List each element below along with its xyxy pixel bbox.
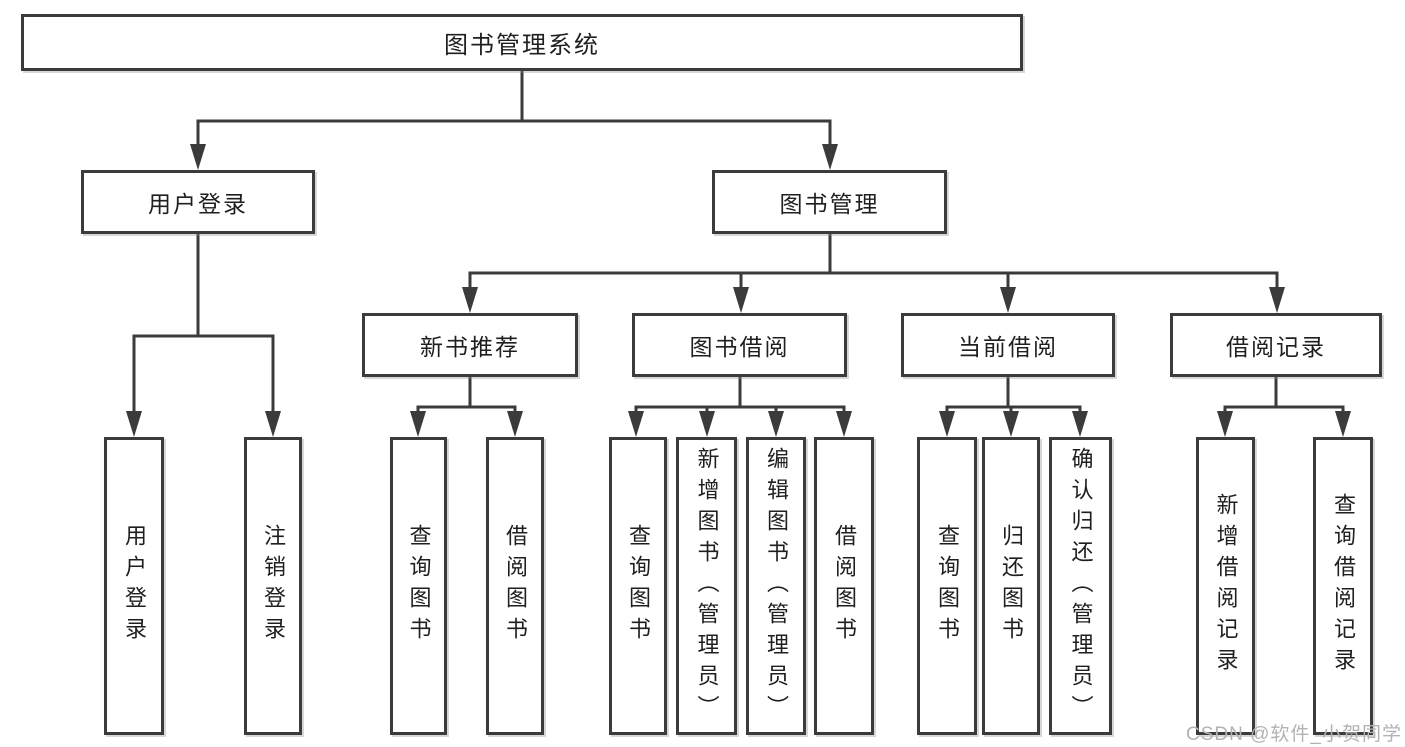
leaf-add-borrow-record-label: 新增借阅记录: [1213, 493, 1239, 679]
node-borrowing-records-label: 借阅记录: [1226, 334, 1326, 360]
leaf-return-books: 归还图书: [982, 437, 1040, 735]
node-borrowing-records: 借阅记录: [1170, 313, 1382, 377]
leaf-return-books-label: 归还图书: [999, 524, 1024, 648]
node-new-book-recommend-label: 新书推荐: [420, 334, 520, 360]
node-current-borrowing: 当前借阅: [901, 313, 1115, 377]
leaf-add-books-admin: 新增图书（管理员）: [676, 437, 737, 735]
leaf-edit-books-admin-label: 编辑图书（管理员）: [764, 446, 789, 726]
leaf-borrow-books-label: 借阅图书: [832, 524, 857, 648]
leaf-query-books-current-label: 查询图书: [935, 524, 960, 648]
leaf-confirm-return-admin: 确认归还（管理员）: [1049, 437, 1112, 735]
leaf-query-borrow-record-label: 查询借阅记录: [1331, 493, 1356, 679]
node-book-management-label: 图书管理: [779, 191, 880, 217]
node-book-borrowing-label: 图书借阅: [689, 334, 790, 360]
leaf-query-books-borrowing: 查询图书: [609, 437, 667, 735]
leaf-query-books-current: 查询图书: [917, 437, 977, 735]
leaf-query-books-borrowing-label: 查询图书: [626, 524, 651, 648]
leaf-query-books-recommend: 查询图书: [390, 437, 447, 735]
leaf-add-borrow-record: 新增借阅记录: [1196, 437, 1255, 735]
leaf-add-books-admin-label: 新增图书（管理员）: [694, 446, 720, 726]
leaf-confirm-return-admin-label: 确认归还（管理员）: [1068, 446, 1094, 726]
arrowheads: [126, 144, 1351, 437]
node-library-system-label: 图书管理系统: [444, 32, 600, 59]
node-current-borrowing-label: 当前借阅: [958, 334, 1058, 360]
leaf-borrow-books-recommend-label: 借阅图书: [503, 524, 528, 648]
leaf-logout-label: 注销登录: [261, 524, 286, 648]
leaf-query-books-recommend-label: 查询图书: [406, 524, 432, 648]
leaf-borrow-books: 借阅图书: [814, 437, 874, 735]
leaf-logout: 注销登录: [244, 437, 302, 735]
leaf-query-borrow-record: 查询借阅记录: [1313, 437, 1373, 735]
leaf-user-login: 用户登录: [104, 437, 164, 735]
leaf-user-login-label: 用户登录: [122, 524, 147, 648]
csdn-watermark: CSDN @软件_小贺同学: [1186, 724, 1402, 745]
node-library-system: 图书管理系统: [21, 14, 1023, 71]
node-user-login: 用户登录: [81, 170, 315, 234]
node-book-management: 图书管理: [712, 170, 947, 234]
node-book-borrowing: 图书借阅: [632, 313, 847, 377]
node-new-book-recommend: 新书推荐: [362, 313, 578, 377]
leaf-edit-books-admin: 编辑图书（管理员）: [746, 437, 806, 735]
node-user-login-label: 用户登录: [148, 191, 248, 217]
leaf-borrow-books-recommend: 借阅图书: [486, 437, 544, 735]
